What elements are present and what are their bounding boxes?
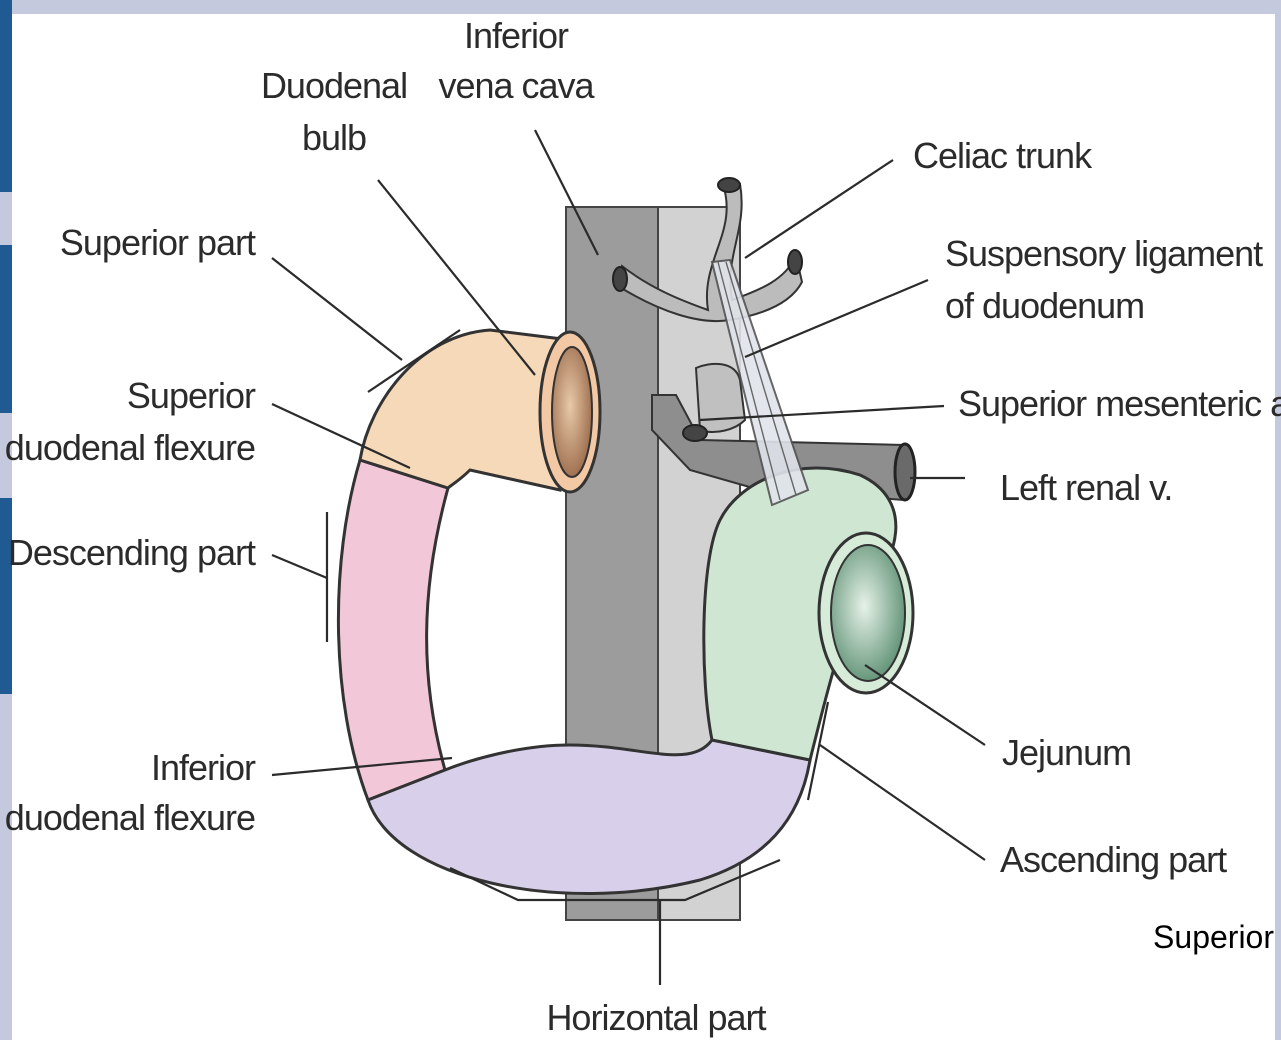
label-duodenal-bulb-line2: bulb [302, 117, 366, 158]
jejunum-lumen [831, 545, 905, 681]
label-horizontal-part: Horizontal part [546, 997, 766, 1038]
celiac-branch-end-left [613, 267, 627, 291]
label-suspensory-ligament-line1: Suspensory ligament [945, 233, 1263, 274]
label-superior-mesenteric: Superior mesenteric a. [958, 383, 1281, 424]
label-ascending-part: Ascending part [1000, 839, 1227, 880]
leader-jejunum [865, 665, 985, 745]
label-suspensory-ligament-line2: of duodenum [945, 285, 1144, 326]
celiac-branch-end-top [718, 178, 740, 192]
label-jejunum: Jejunum [1002, 732, 1131, 773]
label-inferior-flexure-line1: Inferior [151, 747, 256, 788]
superior-part [360, 330, 570, 490]
leader-celiac-trunk [745, 160, 893, 258]
superior-mesenteric-artery [696, 364, 745, 432]
descending-part [338, 460, 448, 800]
label-left-renal-vein: Left renal v. [1000, 467, 1172, 508]
label-inferior-vena-cava-line2: vena cava [438, 65, 595, 106]
left-renal-vein-end [895, 444, 915, 500]
label-superior-part: Superior part [60, 222, 256, 263]
label-superior-flexure-line1: Superior [127, 375, 256, 416]
caption-superior: Superior [1153, 919, 1274, 955]
label-inferior-flexure-line2: duodenal flexure [5, 797, 255, 838]
duodenal-bulb-lumen [552, 347, 592, 477]
label-superior-flexure-line2: duodenal flexure [5, 427, 255, 468]
label-descending-part: Descending part [8, 532, 256, 573]
superior-mesenteric-artery-end [683, 425, 707, 441]
label-inferior-vena-cava-line1: Inferior [464, 15, 569, 56]
leader-superior-part [272, 258, 402, 360]
leader-ascending-part [820, 745, 985, 860]
label-duodenal-bulb-line1: Duodenal [261, 65, 407, 106]
leader-descending-part [272, 555, 327, 578]
celiac-branch-end-right [788, 250, 802, 274]
label-celiac-trunk: Celiac trunk [913, 135, 1093, 176]
